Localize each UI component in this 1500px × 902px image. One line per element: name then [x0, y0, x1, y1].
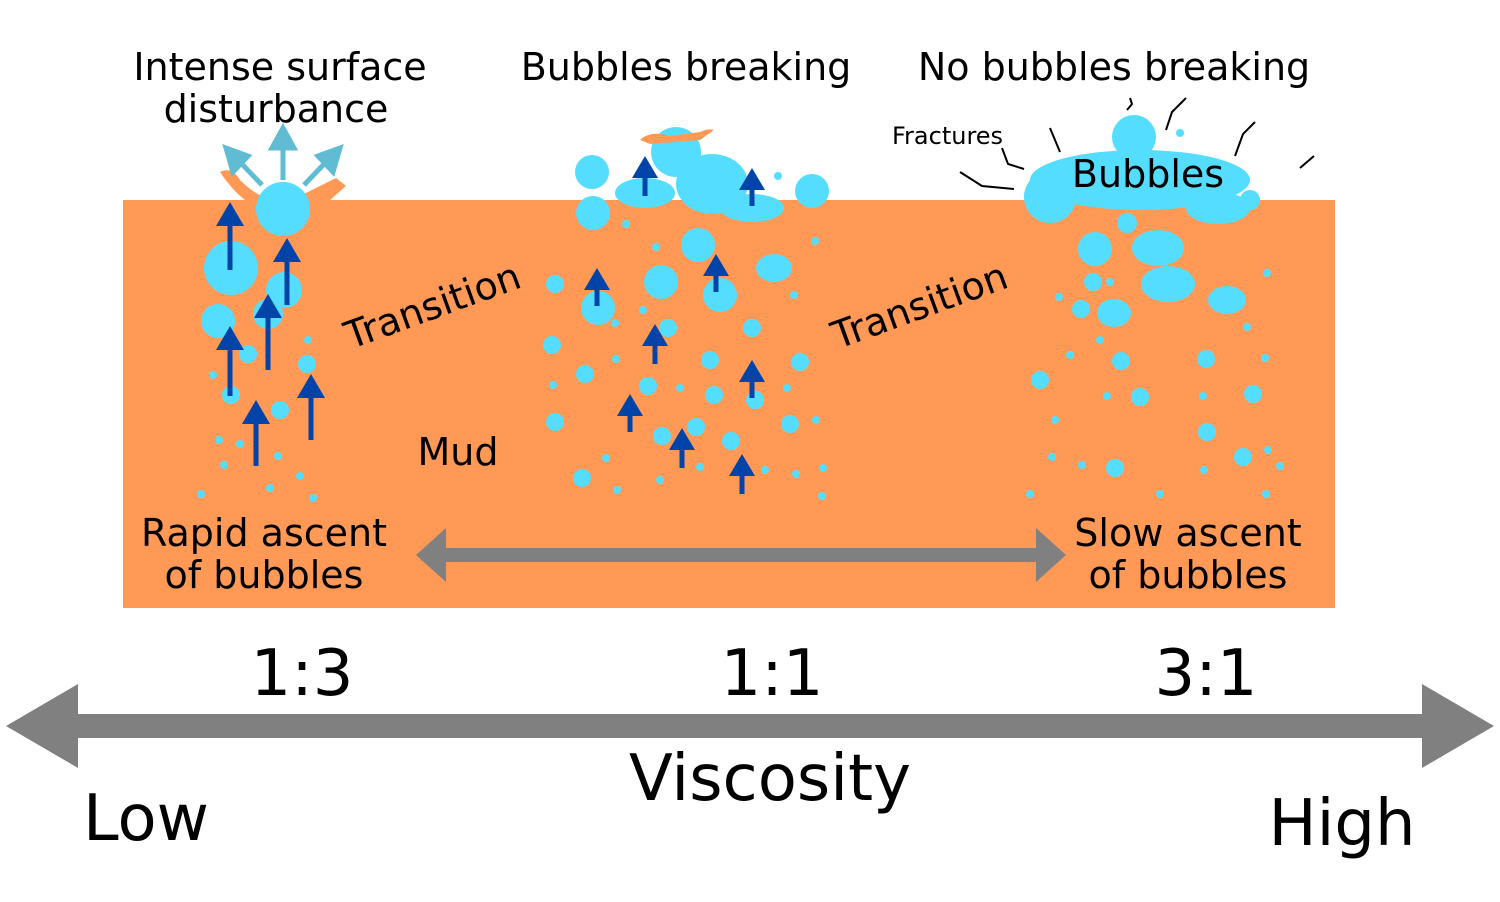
label-fractures: Fractures — [892, 122, 1003, 150]
axis-low-label: Low — [83, 782, 209, 856]
ascent-speed-arrow — [416, 528, 1066, 582]
fracture-lines — [959, 97, 1315, 190]
label-bubbles: Bubbles — [1072, 152, 1224, 196]
ascent-arrows — [216, 156, 765, 494]
mud-block — [123, 200, 1335, 608]
label-no-bubbles-breaking: No bubbles breaking — [918, 45, 1310, 89]
axis-high-label: High — [1268, 787, 1415, 861]
label-mud: Mud — [418, 430, 499, 474]
label-slow-line2: of bubbles — [1089, 553, 1288, 597]
surface-splash — [220, 122, 346, 200]
viscosity-axis-arrow — [6, 684, 1494, 768]
label-rapid-line2: of bubbles — [165, 553, 364, 597]
label-intense-line1: Intense surface — [133, 45, 426, 89]
ratio-1-1: 1:1 — [721, 637, 824, 711]
ratio-1-3: 1:3 — [251, 637, 354, 711]
label-intense-line2: disturbance — [164, 87, 389, 131]
axis-title-viscosity: Viscosity — [629, 742, 911, 816]
label-rapid-line1: Rapid ascent — [141, 511, 387, 555]
bubbles — [197, 115, 1284, 502]
surface-splash-small — [640, 129, 714, 144]
ratio-3-1: 3:1 — [1155, 637, 1258, 711]
label-slow-line1: Slow ascent — [1074, 511, 1301, 555]
label-bubbles-breaking: Bubbles breaking — [521, 45, 852, 89]
